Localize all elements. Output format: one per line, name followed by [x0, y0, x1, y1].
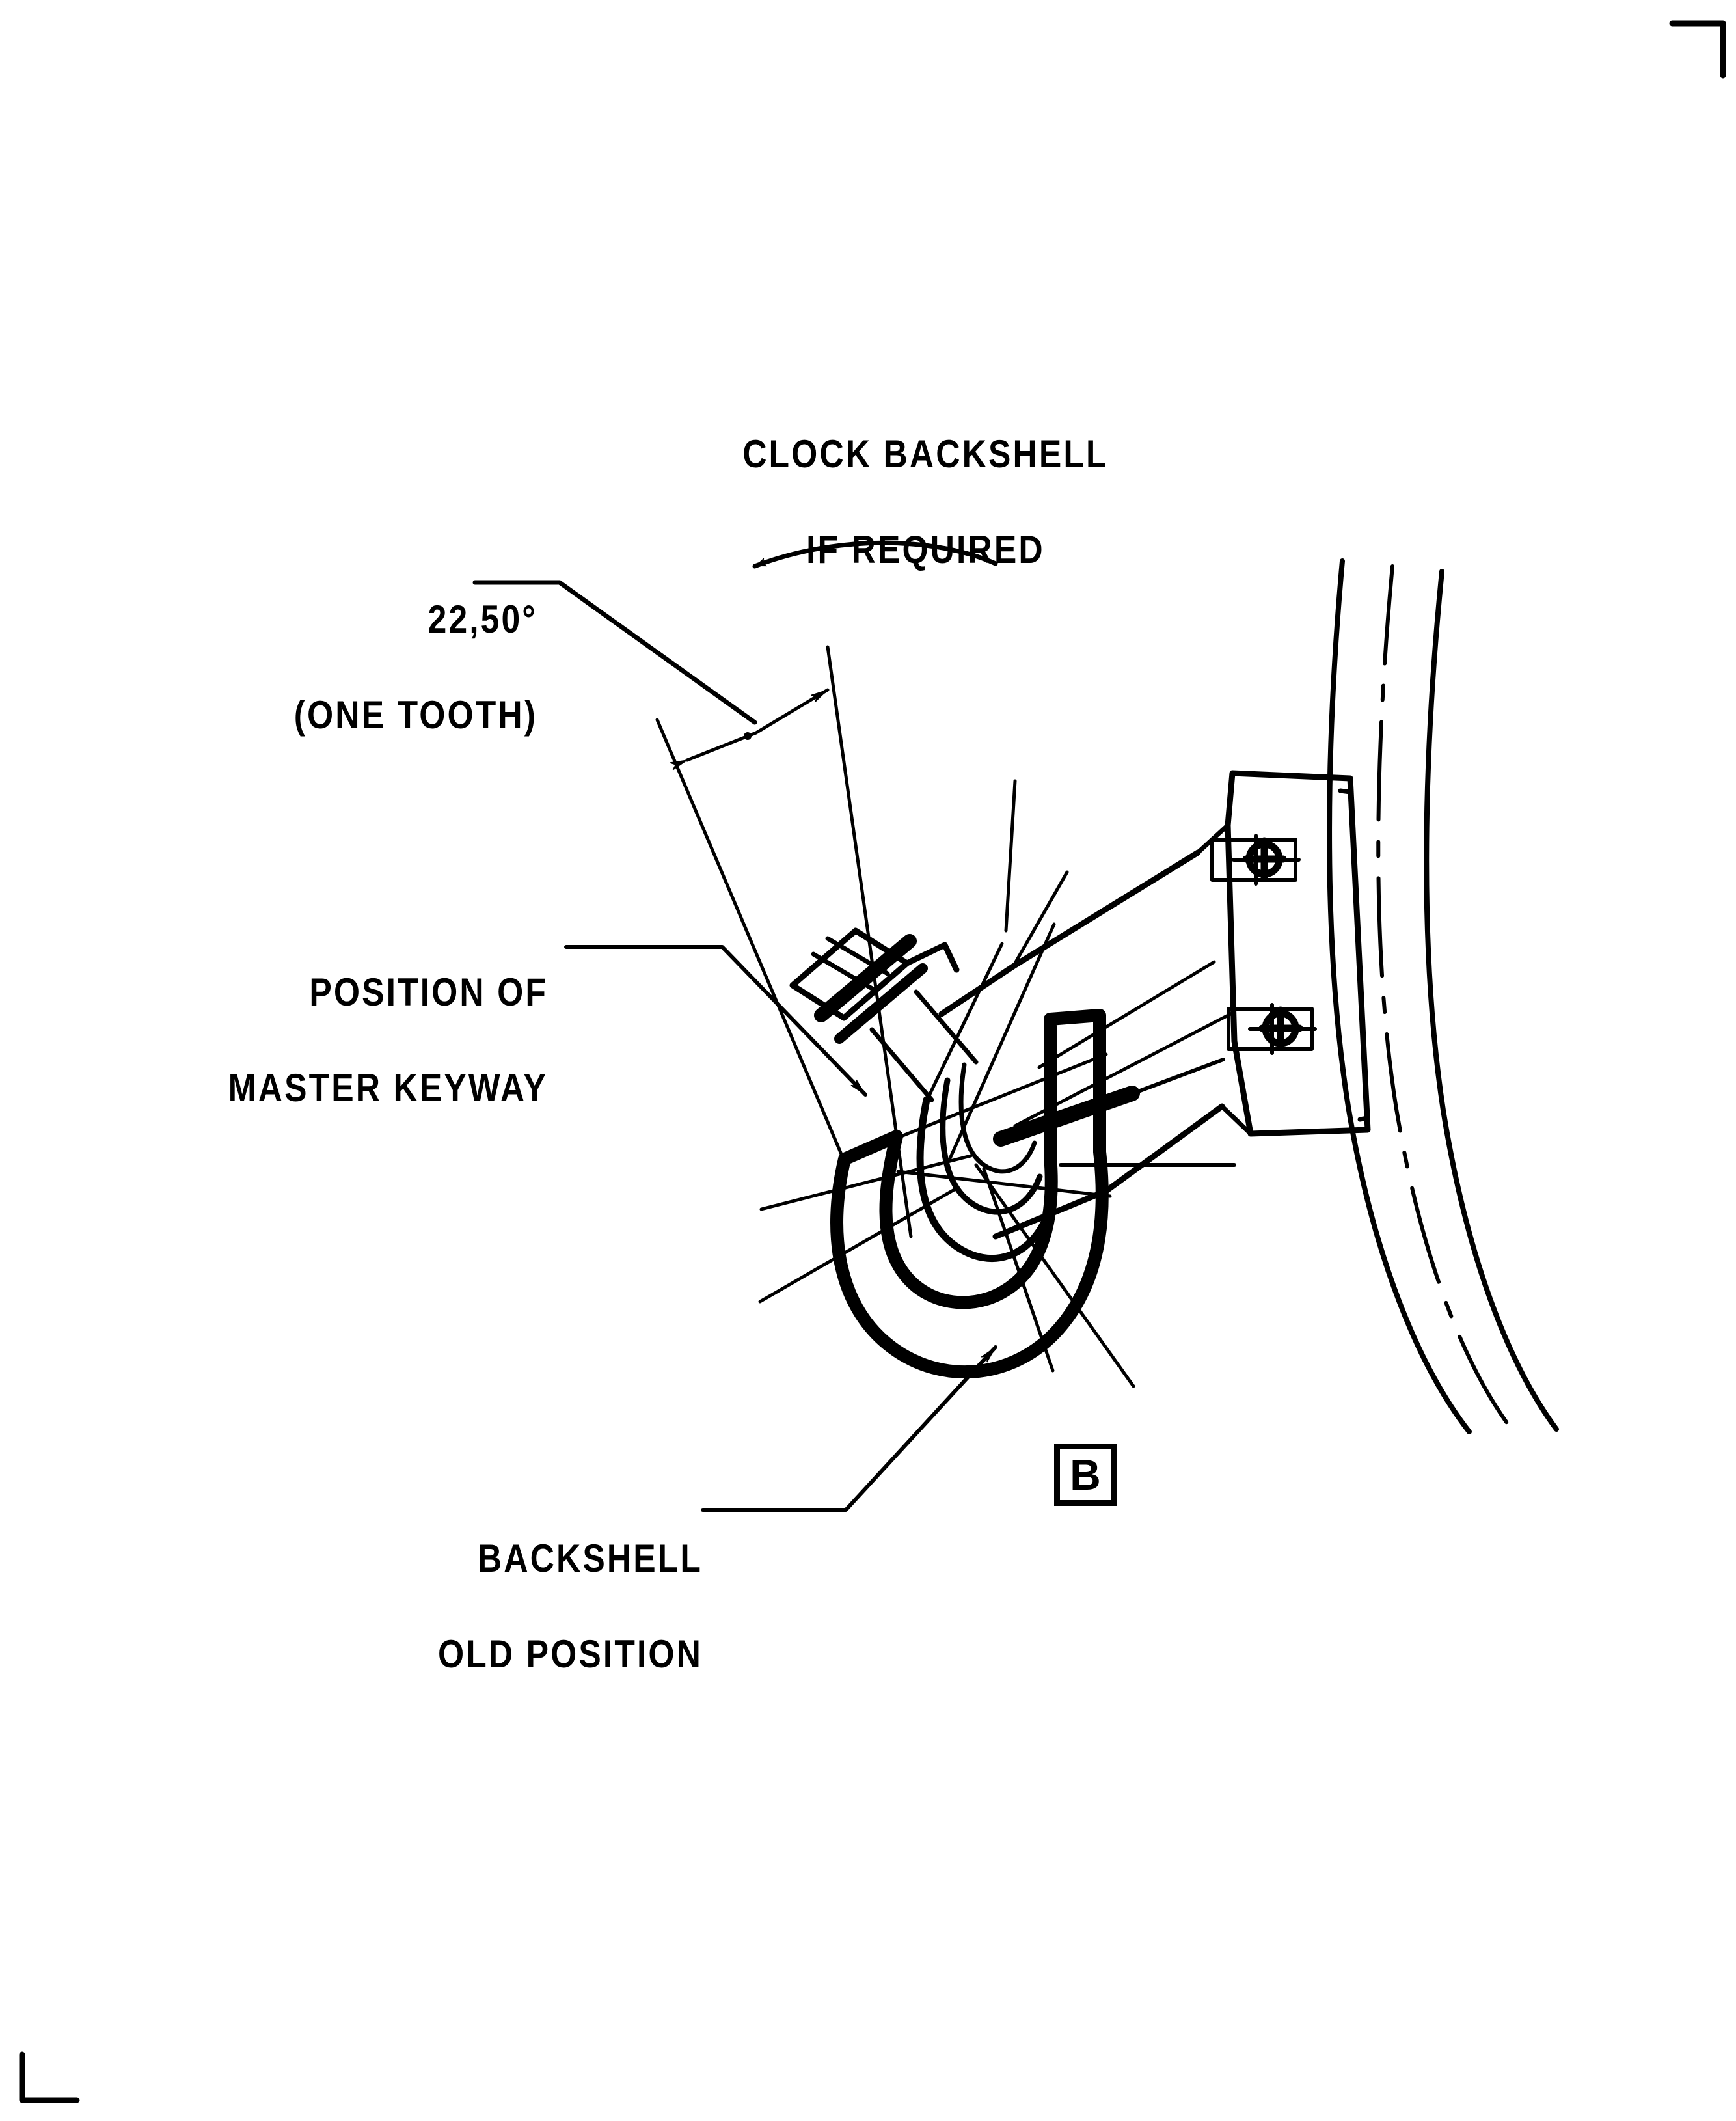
- note-angle-value: 22,50° (ONE TOOTH): [191, 548, 537, 786]
- flange-to-skin-upper: [1338, 788, 1353, 795]
- coupling-nut-end: [904, 942, 960, 973]
- bulkhead-skin-outer: [1327, 558, 1472, 1434]
- note-master-keyway-line2: MASTER KEYWAY: [228, 1065, 548, 1110]
- backshell-inner-bore-1: [916, 1096, 1051, 1263]
- leader-master-keyway: [564, 945, 867, 1097]
- flange-to-skin-lower: [1357, 1115, 1370, 1122]
- note-backshell-old-position: BACKSHELL OLD POSITION: [378, 1487, 703, 1725]
- mounting-screw-lower-head: [1258, 1006, 1303, 1051]
- bulkhead-centerline: [1376, 564, 1515, 1434]
- sheet-identifier: ded0004672: [0, 1738, 1, 1933]
- registration-mark-bottom-left: [19, 2051, 80, 2103]
- mounting-screw-upper-head: [1242, 837, 1287, 882]
- backshell-outer-profile: [830, 1009, 1109, 1379]
- keyway-ray-lines: [758, 922, 1135, 1388]
- leader-backshell-old: [701, 1345, 997, 1512]
- note-master-keyway: POSITION OF MASTER KEYWAY: [178, 921, 548, 1159]
- angle-extension-line-left: [655, 718, 848, 1167]
- note-clock-backshell: CLOCK BACKSHELL IF REQUIRED: [697, 383, 1108, 621]
- coupling-nut-heavy-band-2: [834, 963, 928, 1044]
- note-backshell-old-line2: OLD POSITION: [438, 1632, 703, 1676]
- note-clock-backshell-line1: CLOCK BACKSHELL: [742, 432, 1109, 476]
- note-backshell-old-line1: BACKSHELL: [477, 1537, 703, 1581]
- leader-angle-note: [472, 580, 757, 725]
- leader-clock-backshell: [752, 540, 998, 569]
- backshell-inner-bore-3: [958, 1062, 1037, 1174]
- note-angle-line2: (ONE TOOTH): [293, 692, 537, 737]
- detail-view-flag: B: [1054, 1444, 1117, 1506]
- connector-body-upper-edge: [938, 849, 1201, 1017]
- key-leader-tail: [1059, 1058, 1236, 1167]
- backshell-inner-bore-2: [940, 1077, 1043, 1215]
- connector-radial-lines: [1004, 779, 1069, 965]
- coupling-nut-heavy-band: [814, 934, 917, 1022]
- angle-dimension-arc: [687, 688, 830, 760]
- bulkhead-skin-inner: [1424, 569, 1559, 1432]
- note-master-keyway-line1: POSITION OF: [309, 970, 548, 1015]
- note-clock-backshell-line2: IF REQUIRED: [806, 527, 1045, 571]
- note-angle-line1: 22,50°: [427, 597, 537, 642]
- registration-mark-top-right: [1669, 20, 1726, 79]
- detail-view-flag-letter: B: [1070, 1451, 1101, 1499]
- connector-neck: [869, 989, 979, 1102]
